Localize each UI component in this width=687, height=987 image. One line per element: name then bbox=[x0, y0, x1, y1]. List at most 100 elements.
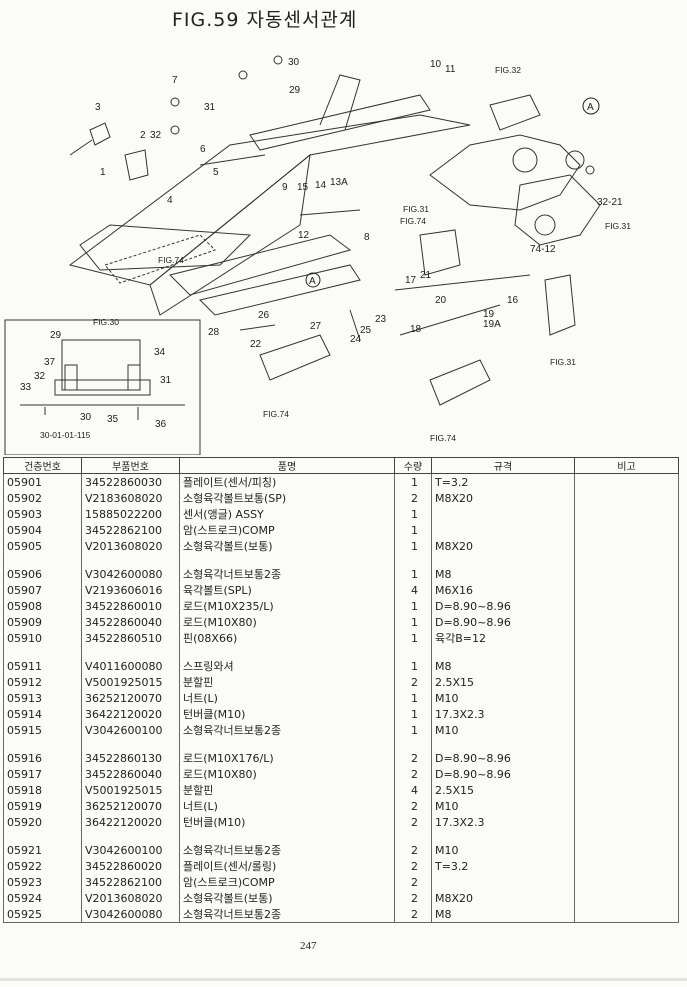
cell-part-no: 15885022200 bbox=[81, 506, 180, 522]
callout: 9 bbox=[282, 182, 288, 193]
cell-part-name: 플레이트(센서/롤링) bbox=[179, 858, 395, 874]
cell-quantity: 1 bbox=[394, 706, 432, 722]
cell-part-name: 암(스트로크)COMP bbox=[179, 522, 395, 538]
fig-ref: FIG.74 bbox=[400, 216, 426, 226]
cell-part-name: 소형육각볼트(보통) bbox=[179, 538, 395, 554]
cell-spec bbox=[431, 522, 575, 538]
callout: 3 bbox=[95, 102, 101, 113]
cell-item-no: 05908 bbox=[3, 598, 82, 614]
cell-item-no: 05910 bbox=[3, 630, 82, 646]
fig-ref: FIG.30 bbox=[93, 317, 119, 327]
cell-spec: M8 bbox=[431, 566, 575, 582]
reference-mark-a: A bbox=[587, 102, 594, 113]
cell-item-no: 05915 bbox=[3, 722, 82, 738]
cell-part-no: 34522860030 bbox=[81, 473, 180, 490]
cell-spec: M8X20 bbox=[431, 890, 575, 906]
cell-spec: T=3.2 bbox=[431, 858, 575, 874]
cell-quantity: 1 bbox=[394, 473, 432, 490]
callout: 13A bbox=[330, 177, 348, 188]
cell-quantity: 1 bbox=[394, 658, 432, 674]
cell-remarks bbox=[574, 814, 679, 830]
cell-part-no: 36422120020 bbox=[81, 706, 180, 722]
cell-part-no: V2183608020 bbox=[81, 490, 180, 506]
cell-spec bbox=[431, 506, 575, 522]
gap-cell bbox=[394, 554, 432, 566]
callout: 28 bbox=[208, 327, 220, 338]
header-part-name: 품명 bbox=[179, 457, 395, 474]
reference-mark-a: A bbox=[309, 276, 316, 287]
cell-part-no: V2013608020 bbox=[81, 890, 180, 906]
callout: 11 bbox=[445, 64, 456, 75]
cell-spec: D=8.90~8.96 bbox=[431, 750, 575, 766]
cell-item-no: 05925 bbox=[3, 906, 82, 923]
inset-callout: 33 bbox=[20, 382, 32, 393]
cell-part-name: 소형육각너트보통2종 bbox=[179, 566, 395, 582]
cell-spec bbox=[431, 874, 575, 890]
cell-item-no: 05919 bbox=[3, 798, 82, 814]
fig-ref: FIG.31 bbox=[403, 204, 429, 214]
inset-callout: 35 bbox=[107, 414, 119, 425]
gap-cell bbox=[179, 646, 395, 658]
cell-part-name: 턴버클(M10) bbox=[179, 814, 395, 830]
header-part-no: 부품번호 bbox=[81, 457, 180, 474]
callout: 16 bbox=[507, 295, 519, 306]
callout: 20 bbox=[435, 295, 447, 306]
cell-part-no: 36252120070 bbox=[81, 690, 180, 706]
cell-part-name: 소형육각너트보통2종 bbox=[179, 906, 395, 923]
cell-part-name: 너트(L) bbox=[179, 690, 395, 706]
cell-remarks bbox=[574, 842, 679, 858]
cell-quantity: 4 bbox=[394, 582, 432, 598]
inset-callout: 31 bbox=[160, 375, 172, 386]
cell-spec: M10 bbox=[431, 722, 575, 738]
header-item-no: 건층번호 bbox=[3, 457, 82, 474]
gap-cell bbox=[574, 830, 679, 842]
fig-ref: FIG.74 bbox=[158, 255, 184, 265]
cell-quantity: 2 bbox=[394, 674, 432, 690]
inset-labels: 29 37 32 33 34 31 30 35 36 30-01-01-115 bbox=[20, 330, 172, 440]
cell-spec: D=8.90~8.96 bbox=[431, 598, 575, 614]
cell-remarks bbox=[574, 614, 679, 630]
cell-quantity: 2 bbox=[394, 906, 432, 923]
cell-quantity: 1 bbox=[394, 598, 432, 614]
exploded-parts-diagram: A A 1 2 3 4 5 6 7 8 9 10 11 12 13A 14 15… bbox=[0, 35, 687, 455]
gap-cell bbox=[431, 646, 575, 658]
callout: 12 bbox=[298, 230, 310, 241]
cell-remarks bbox=[574, 630, 679, 646]
gap-cell bbox=[81, 646, 180, 658]
cell-part-no: V3042600080 bbox=[81, 906, 180, 923]
callout: 4 bbox=[167, 195, 173, 206]
cell-quantity: 1 bbox=[394, 722, 432, 738]
cell-item-no: 05914 bbox=[3, 706, 82, 722]
cell-quantity: 2 bbox=[394, 798, 432, 814]
cell-item-no: 05901 bbox=[3, 473, 82, 490]
cell-item-no: 05911 bbox=[3, 658, 82, 674]
cell-spec: M8 bbox=[431, 906, 575, 923]
cell-item-no: 05921 bbox=[3, 842, 82, 858]
cell-remarks bbox=[574, 582, 679, 598]
cell-part-name: 소형육각볼트(보통) bbox=[179, 890, 395, 906]
gap-cell bbox=[3, 554, 82, 566]
inset-reference: 30-01-01-115 bbox=[40, 430, 91, 440]
cell-item-no: 05924 bbox=[3, 890, 82, 906]
cell-remarks bbox=[574, 722, 679, 738]
cell-part-no: 34522860130 bbox=[81, 750, 180, 766]
inset-callout: 37 bbox=[44, 357, 56, 368]
cell-remarks bbox=[574, 674, 679, 690]
callout: 19A bbox=[483, 319, 501, 330]
cell-part-name: 로드(M10X176/L) bbox=[179, 750, 395, 766]
cell-remarks bbox=[574, 706, 679, 722]
table-group-gap bbox=[3, 646, 679, 658]
callout: 21 bbox=[420, 270, 432, 281]
cell-part-no: V3042600100 bbox=[81, 722, 180, 738]
cell-spec: 17.3X2.3 bbox=[431, 814, 575, 830]
cell-spec: D=8.90~8.96 bbox=[431, 614, 575, 630]
gap-cell bbox=[394, 646, 432, 658]
inset-callout: 29 bbox=[50, 330, 62, 341]
callout: 10 bbox=[430, 59, 442, 70]
cell-remarks bbox=[574, 890, 679, 906]
